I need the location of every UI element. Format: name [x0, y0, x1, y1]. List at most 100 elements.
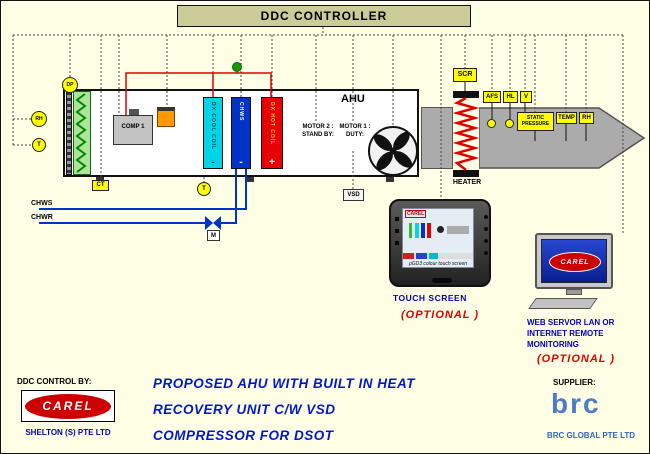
device-button [395, 217, 399, 221]
chwr-pipe-label: CHWR [31, 214, 53, 221]
duct-probe [487, 119, 496, 128]
device-button [484, 239, 488, 243]
ddc-controller-title: DDC CONTROLLER [177, 5, 471, 27]
ct-sensor: CT [92, 180, 109, 191]
motor1-line1: MOTOR 1 : [339, 124, 371, 130]
chws-pipe-label: CHWS [31, 200, 53, 207]
inlet-louver [66, 91, 72, 175]
mini-fan [437, 226, 444, 233]
monitor-frame: CAREL [535, 233, 613, 289]
duct-probe [505, 119, 514, 128]
web-line1: WEB SERVOR LAN OR [527, 318, 615, 327]
proposal-line2: RECOVERY UNIT C/W VSD [153, 402, 336, 417]
heater-label: HEATER [452, 179, 482, 186]
rh-sensor: RH [31, 111, 47, 127]
chilled-water-piping [39, 169, 247, 224]
afs-sensor: AFS [483, 91, 501, 103]
mini-coil-cyan [415, 223, 419, 238]
rh-sensor-label: RH [35, 116, 43, 122]
static-pressure-sensor: STATIC PRESSURE [517, 112, 554, 131]
mini-coil-red [427, 223, 431, 238]
mini-btn [416, 253, 427, 259]
hl-sensor: HL [503, 91, 518, 103]
brc-company-label: BRC GLOBAL PTE LTD [546, 431, 636, 440]
dx-hot-sign: + [269, 157, 275, 168]
t-sensor-label: T [202, 186, 206, 192]
dx-hot-coil-label: DX HOT COIL [269, 102, 275, 146]
chws-coil-label: CHWS [238, 102, 244, 122]
motor2-line1: MOTOR 2 : [302, 124, 334, 130]
mini-duct [447, 226, 469, 234]
web-line2: INTERNET REMOTE [527, 329, 604, 338]
touchscreen-device: CAREL pGD3 colour touch screen [389, 199, 491, 287]
rh-duct-sensor: RH [579, 112, 594, 124]
touchscreen-carel-logo: CAREL [405, 210, 427, 218]
mini-toolbar [403, 253, 473, 259]
compressor-handle [129, 109, 139, 116]
dp-sensor-label: DP [66, 82, 74, 88]
dx-cool-sign: - [211, 157, 215, 168]
monitor-carel-text: CAREL [560, 258, 590, 266]
touchscreen-screen: CAREL pGD3 colour touch screen [402, 208, 474, 268]
mini-filter [409, 223, 412, 238]
monitor-screen: CAREL [541, 239, 607, 283]
brc-logo: brc [551, 388, 601, 419]
dx-hot-coil: DX HOT COIL + [261, 97, 283, 169]
chwr-valve-icon [205, 216, 221, 230]
touchscreen-title: TOUCH SCREEN [393, 293, 467, 303]
vsd-box: VSD [343, 189, 364, 201]
scr-box: SCR [453, 68, 477, 82]
supplier-label: SUPPLIER: [553, 378, 596, 387]
static-line1: STATIC [526, 115, 545, 121]
proposal-title: PROPOSED AHU WITH BUILT IN HEAT RECOVERY… [153, 371, 493, 449]
keyboard [528, 298, 598, 309]
dp-sensor: DP [62, 77, 78, 93]
t-sensor-label: T [37, 142, 41, 148]
static-line2: PRESSURE [521, 120, 550, 127]
web-monitor-optional: (OPTIONAL ) [537, 353, 616, 365]
motor1-line2: DUTY: [346, 132, 364, 138]
chws-sign: - [239, 157, 243, 168]
chws-coil: CHWS - [231, 97, 251, 169]
t-sensor-coil: T [197, 182, 211, 196]
pump-motor [157, 107, 175, 127]
carel-logo-box: CAREL [21, 390, 115, 422]
ahu-foot [386, 177, 394, 182]
heater-section [453, 91, 479, 177]
v-sensor: V [520, 91, 532, 103]
filter-coil [73, 91, 91, 175]
mini-btn [403, 253, 414, 259]
fan-icon [368, 126, 418, 176]
ahu-foot [246, 177, 254, 182]
touchscreen-optional: (OPTIONAL ) [401, 309, 480, 321]
shelton-label: SHELTON (S) PTE LTD [25, 428, 111, 437]
ddc-control-by-label: DDC CONTROL BY: [17, 377, 92, 386]
motor2-line2: STAND BY: [302, 132, 334, 138]
device-button [395, 241, 399, 245]
web-monitor-caption: WEB SERVOR LAN OR INTERNET REMOTE MONITO… [527, 317, 639, 350]
mini-coil-blue [421, 223, 425, 238]
supply-duct [421, 107, 453, 169]
ahu-label: AHU [341, 93, 365, 105]
refrigerant-valve-icon [232, 62, 242, 72]
mini-btn [429, 253, 438, 259]
motor2-label: MOTOR 2 : STAND BY: [297, 123, 339, 139]
touchscreen-caption: pGD3 colour touch screen [408, 261, 468, 267]
device-button [484, 215, 488, 219]
device-button [484, 251, 488, 255]
dx-cool-coil-label: DX COOL COIL [210, 102, 216, 151]
device-button [395, 229, 399, 233]
valve-actuator: M [207, 230, 220, 241]
t-sensor-left: T [32, 138, 46, 152]
compressor: COMP 1 [113, 115, 153, 145]
proposal-line1: PROPOSED AHU WITH BUILT IN HEAT [153, 376, 415, 391]
dx-cool-coil: DX COOL COIL - [203, 97, 223, 169]
monitor-stand [566, 289, 582, 295]
device-button [484, 227, 488, 231]
carel-logo-ellipse: CAREL [24, 392, 112, 420]
temp-sensor: TEMP [556, 112, 577, 124]
device-home-button [432, 278, 452, 283]
monitor-carel-logo: CAREL [549, 252, 601, 272]
web-line3: MONITORING [527, 340, 579, 349]
